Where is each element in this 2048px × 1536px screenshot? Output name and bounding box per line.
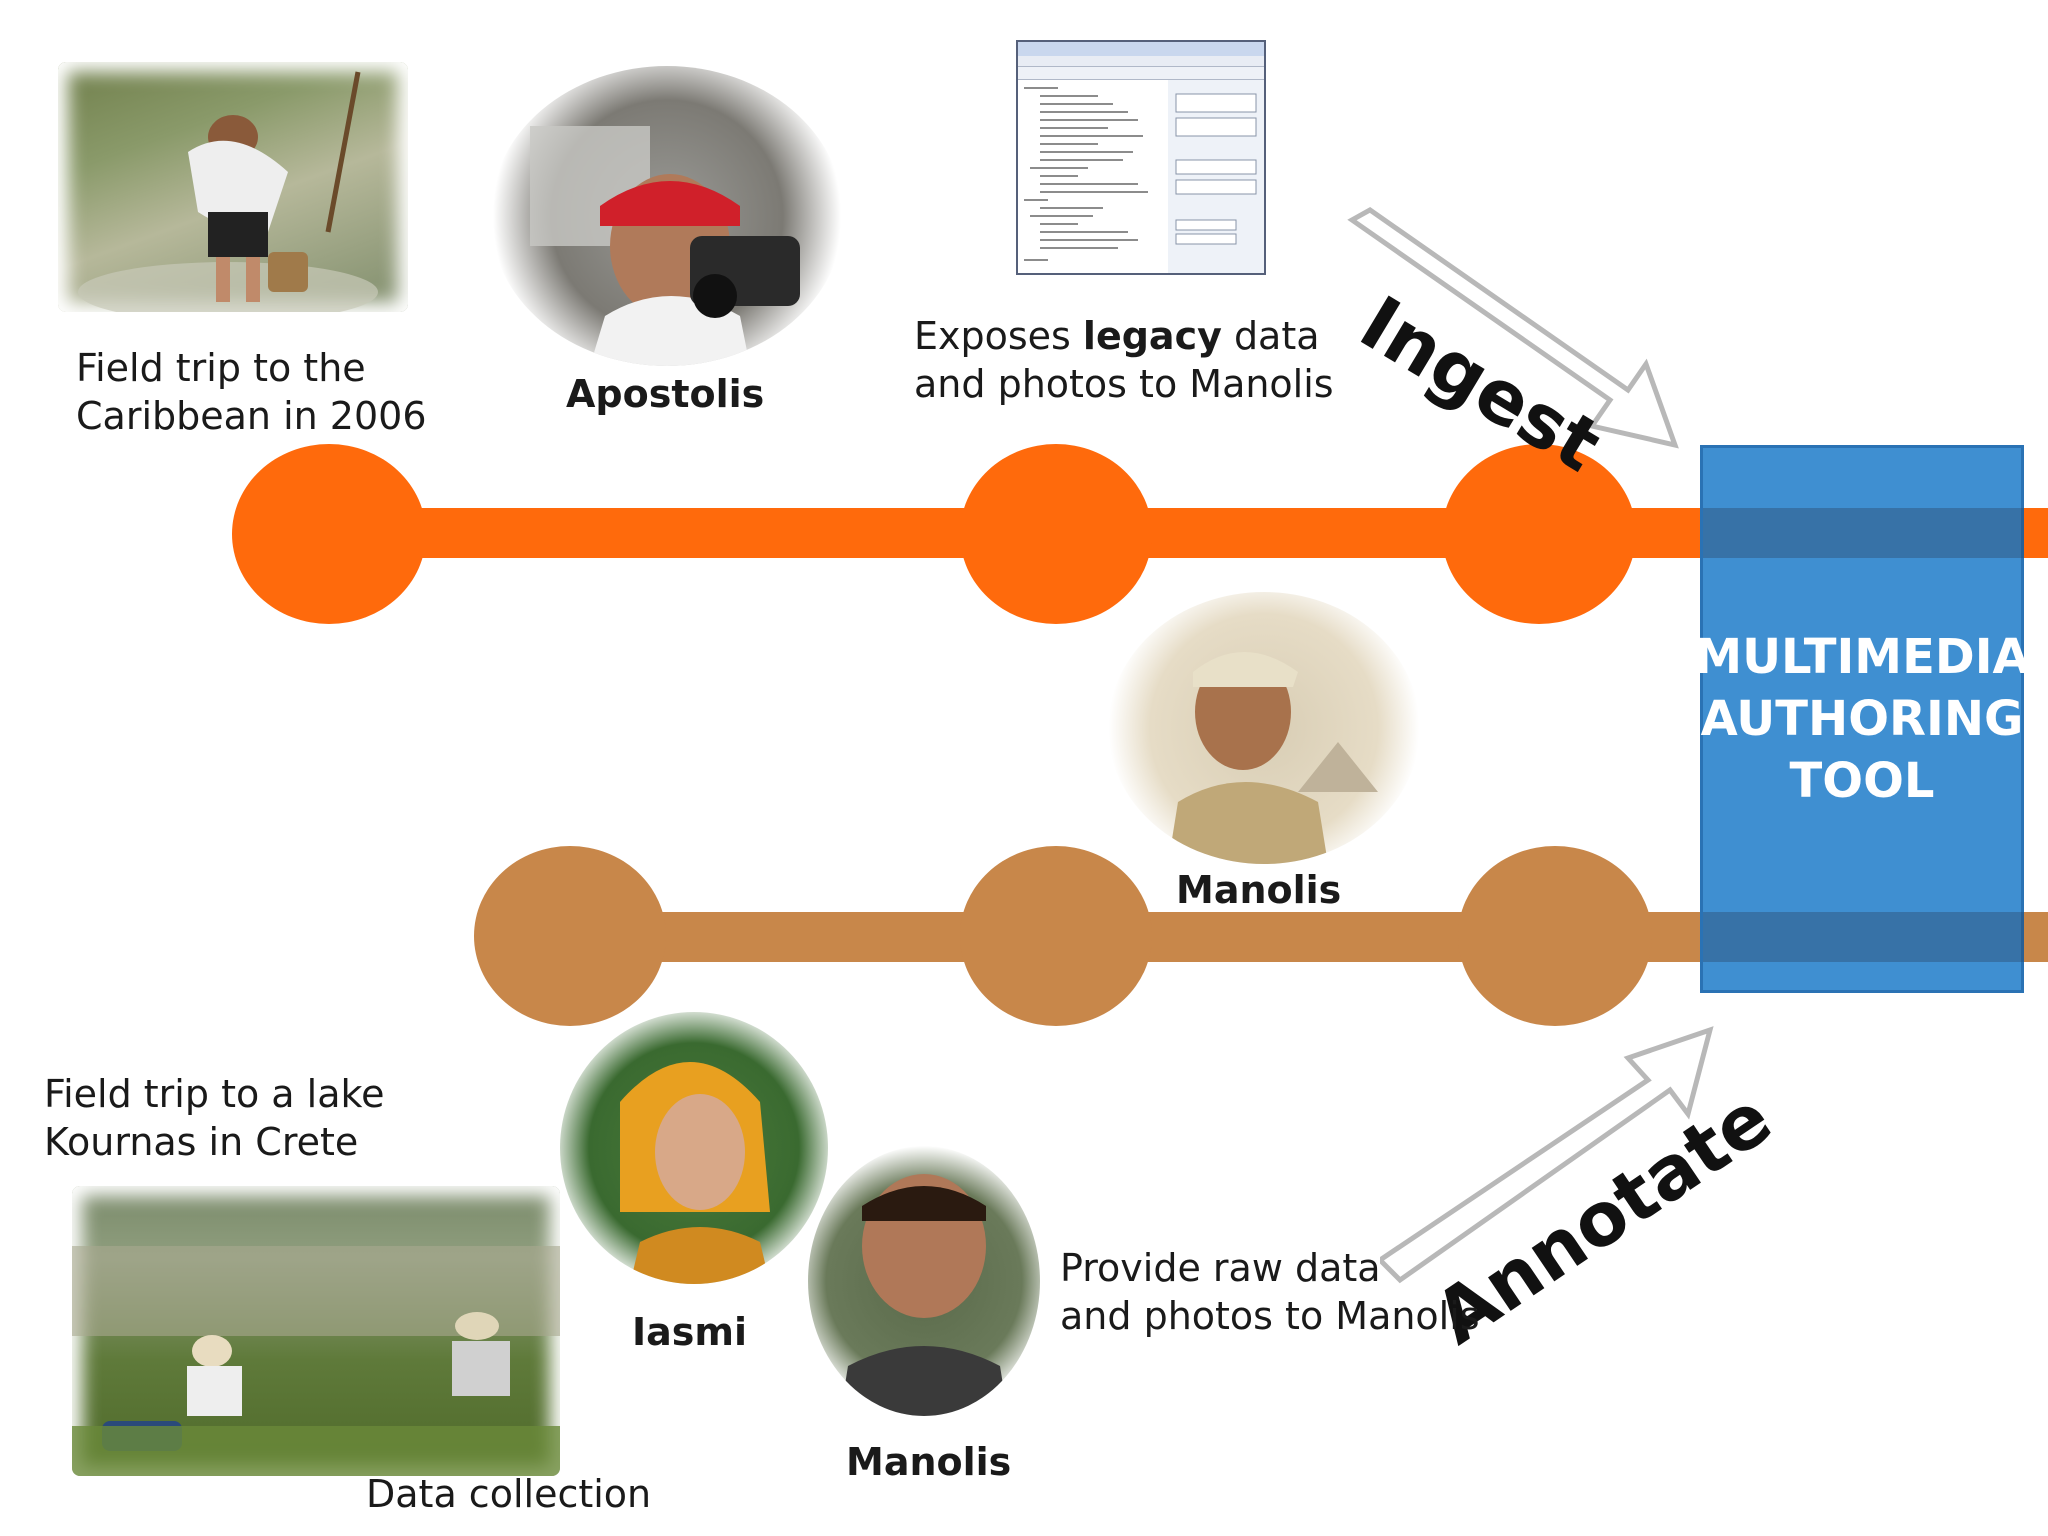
legacy-caption-line-2: and photos to Manolis bbox=[914, 362, 1334, 406]
crete-lake-photo bbox=[72, 1186, 560, 1476]
tool-label-line-3: TOOL bbox=[1789, 753, 1935, 809]
tree-list-icon bbox=[1018, 80, 1264, 273]
bottom-node-2 bbox=[960, 846, 1152, 1026]
tool-top-band bbox=[1703, 508, 2024, 558]
legacy-post: data bbox=[1221, 314, 1320, 358]
iasmi-name: Iasmi bbox=[632, 1310, 748, 1354]
software-screenshot-thumbnail bbox=[1016, 40, 1266, 275]
legacy-pre: Exposes bbox=[914, 314, 1083, 358]
bottom-node-3 bbox=[1458, 846, 1652, 1026]
tool-label-line-1: MULTIMEDIA bbox=[1694, 629, 2030, 685]
raw-data-caption: Provide raw data and photos to Manolis bbox=[1060, 1244, 1480, 1340]
tool-bottom-band bbox=[1703, 912, 2024, 962]
top-node-3 bbox=[1442, 444, 1636, 624]
person-portrait-icon bbox=[840, 1174, 1008, 1416]
top-node-2 bbox=[960, 444, 1152, 624]
manolis-name-middle: Manolis bbox=[1176, 868, 1342, 912]
person-in-water-icon bbox=[78, 71, 378, 312]
annotate-arrow-icon bbox=[1380, 1026, 1714, 1284]
caribbean-caption: Field trip to the Caribbean in 2006 bbox=[76, 344, 427, 440]
legacy-caption-line-1: Exposes legacy data bbox=[914, 312, 1334, 360]
top-node-1 bbox=[232, 444, 426, 624]
manolis-name-bottom: Manolis bbox=[846, 1440, 1012, 1484]
tool-label: MULTIMEDIA AUTHORING TOOL bbox=[1694, 626, 2029, 812]
tool-label-line-2: AUTHORING bbox=[1700, 691, 2024, 747]
apostolis-photo bbox=[490, 66, 844, 366]
bottom-node-1 bbox=[474, 846, 666, 1026]
legacy-bold: legacy bbox=[1082, 314, 1222, 358]
legacy-caption: Exposes legacy data and photos to Manoli… bbox=[914, 312, 1334, 408]
caribbean-field-trip-photo bbox=[58, 62, 408, 312]
ingest-arrow-icon bbox=[1347, 207, 1679, 449]
person-with-headscarf-icon bbox=[620, 1062, 770, 1284]
apostolis-name: Apostolis bbox=[566, 372, 765, 416]
iasmi-photo bbox=[560, 1012, 828, 1284]
multimedia-authoring-tool-box: MULTIMEDIA AUTHORING TOOL bbox=[1694, 445, 2030, 993]
crete-caption: Field trip to a lake Kournas in Crete bbox=[44, 1070, 385, 1166]
people-by-lake-icon bbox=[72, 1246, 560, 1476]
crete-caption-line-1: Field trip to a lake bbox=[44, 1072, 385, 1116]
manolis-photo-portrait bbox=[808, 1146, 1040, 1416]
raw-data-caption-line-2: and photos to Manolis bbox=[1060, 1294, 1480, 1338]
raw-data-caption-line-1: Provide raw data bbox=[1060, 1246, 1381, 1290]
data-collection-caption: Data collection bbox=[366, 1472, 652, 1516]
person-with-pyramid-icon bbox=[1168, 652, 1378, 864]
crete-caption-line-2: Kournas in Crete bbox=[44, 1120, 359, 1164]
person-with-camera-icon bbox=[530, 126, 800, 366]
caribbean-caption-line-2: Caribbean in 2006 bbox=[76, 394, 427, 438]
manolis-photo-desert bbox=[1108, 592, 1420, 864]
caribbean-caption-line-1: Field trip to the bbox=[76, 346, 366, 390]
